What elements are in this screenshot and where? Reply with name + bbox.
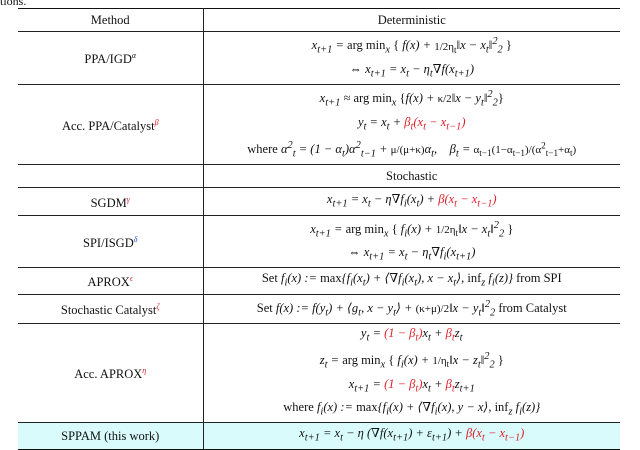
method-accppa: Acc. PPA/Catalystβ (18, 84, 204, 165)
formula-ppa-line1: xt+1 = arg minx { f(x) + 1/2ηt‖x − xt‖22… (311, 36, 512, 57)
row-spi: SPI/ISGDδ xt+1 = arg minx { fi(x) + 1/2η… (18, 215, 620, 268)
formula-spi: xt+1 = arg minx { fi(x) + 1/2ηt‖x − xt‖2… (203, 215, 620, 268)
formula-sgdm: xt+1 = xt − η∇fi(xt) + β(xt − xt−1) (203, 187, 620, 216)
header-method: Method (18, 8, 204, 32)
formula-accppa: xt+1 ≈ arg minx {f(x) + κ/2‖x − yt‖22} y… (203, 84, 620, 165)
formula-ppa: xt+1 = arg minx { f(x) + 1/2ηt‖x − xt‖22… (203, 31, 620, 85)
row-ppa: PPA/IGDα xt+1 = arg minx { f(x) + 1/2ηt‖… (18, 31, 620, 85)
header-row: Method Deterministic (18, 8, 620, 32)
section-stochastic: Stochastic (18, 163, 620, 188)
formula-stocat: Set f(x) := f(yt) + ⟨gt, x − yt⟩ + (κ+μ)… (203, 294, 620, 324)
row-stocat: Stochastic Catalystζ Set f(x) := f(yt) +… (18, 294, 620, 324)
method-sgdm: SGDMγ (18, 187, 204, 216)
formula-accaprox: yt = (1 − βt)xt + βtzt zt = arg minx { f… (203, 323, 620, 423)
header-deterministic: Deterministic (203, 8, 620, 32)
method-accaprox: Acc. APROXη (18, 323, 204, 423)
method-sppam: SPPAM (this work) (18, 422, 204, 450)
row-sppam: SPPAM (this work) xt+1 = xt − η (∇f(xt+1… (18, 422, 620, 450)
method-ppa: PPA/IGDα (18, 31, 204, 85)
caption-fragment: tions. (0, 0, 27, 8)
row-sgdm: SGDMγ xt+1 = xt − η∇fi(xt) + β(xt − xt−1… (18, 187, 620, 216)
header-stochastic: Stochastic (203, 163, 620, 188)
formula-ppa-line2: ⇔ xt+1 = xt − ηt∇f(xt+1) (349, 62, 474, 80)
row-accaprox: Acc. APROXη yt = (1 − βt)xt + βtzt zt = … (18, 323, 620, 423)
method-aprox: APROXϵ (18, 267, 204, 295)
formula-aprox: Set fi(x) := max{fi(xt) + ⟨∇fi(xt), x − … (203, 267, 620, 295)
row-aprox: APROXϵ Set fi(x) := max{fi(xt) + ⟨∇fi(xt… (18, 267, 620, 295)
methods-table: Method Deterministic PPA/IGDα xt+1 = arg… (18, 8, 620, 450)
method-spi: SPI/ISGDδ (18, 215, 204, 268)
method-stocat: Stochastic Catalystζ (18, 294, 204, 324)
row-accppa: Acc. PPA/Catalystβ xt+1 ≈ arg minx {f(x)… (18, 84, 620, 165)
formula-sppam: xt+1 = xt − η (∇f(xt+1) + εt+1) + β(xt −… (203, 422, 620, 450)
